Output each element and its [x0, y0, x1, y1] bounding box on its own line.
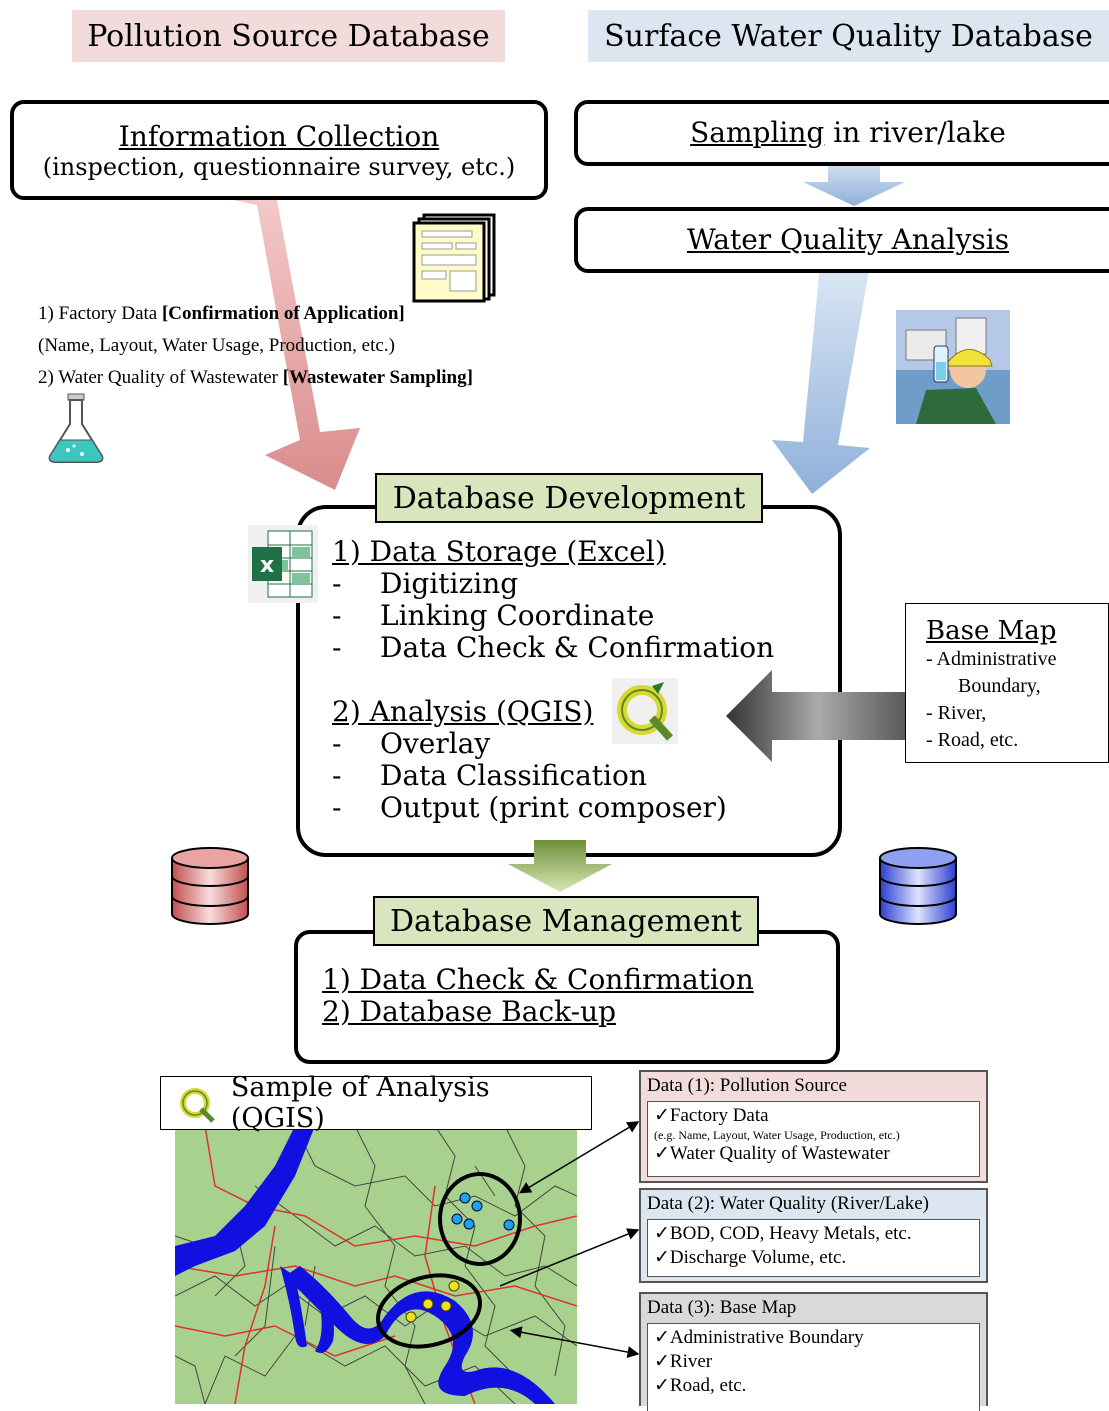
- pointer-arrow-data2: [500, 1228, 640, 1295]
- storage-item: - Linking Coordinate: [332, 600, 774, 632]
- excel-icon: x: [248, 525, 318, 603]
- map-highlight-circle: [376, 1273, 482, 1349]
- factory-data-text: 1) Factory Data: [38, 303, 162, 324]
- data2-title: Data (2): Water Quality (River/Lake): [647, 1193, 929, 1214]
- dash-bullet: -: [332, 759, 342, 792]
- base-map-arrow: [726, 670, 910, 762]
- base-map-item: - Road, etc.: [926, 729, 1019, 751]
- blue-database-icon: [879, 847, 957, 925]
- water-quality-analysis-text: Water Quality Analysis: [686, 223, 1010, 256]
- analysis-item-text: Overlay: [380, 727, 491, 760]
- database-management-box: [294, 930, 840, 1064]
- storage-item-text: Digitizing: [380, 567, 519, 600]
- data2-item: ✓BOD, COD, Heavy Metals, etc.: [654, 1223, 912, 1244]
- base-map-item: Boundary,: [958, 675, 1041, 697]
- surface-water-header-text: Surface Water Quality Database: [604, 18, 1093, 54]
- pointer-arrow-data1: [518, 1121, 640, 1194]
- water-quality-analysis-box: Water Quality Analysis: [574, 207, 1109, 273]
- analysis-item: - Data Classification: [332, 760, 727, 792]
- database-management-label-text: Database Management: [389, 903, 742, 939]
- db-mgmt-item: 2) Database Back-up: [322, 995, 617, 1028]
- database-management-label: Database Management: [373, 896, 759, 946]
- worker-sample-icon: [896, 310, 1010, 424]
- storage-item-text: Linking Coordinate: [380, 599, 655, 632]
- base-map-item: - Administrative: [926, 648, 1057, 670]
- database-management-items: 1) Data Check & Confirmation 2) Database…: [322, 964, 754, 1028]
- sampling-box: Sampling in river/lake: [574, 100, 1109, 166]
- pollution-source-header: Pollution Source Database: [72, 10, 505, 62]
- data1-item: ✓Factory Data: [654, 1105, 769, 1126]
- analysis-title: 2) Analysis (QGIS): [332, 695, 594, 728]
- red-database-icon: [171, 847, 249, 925]
- data3-item: ✓River: [654, 1351, 713, 1372]
- data1-title: Data (1): Pollution Source: [647, 1075, 847, 1096]
- data3-title: Data (3): Base Map: [647, 1297, 797, 1318]
- data3-item: ✓Administrative Boundary: [654, 1327, 864, 1348]
- data-base-map-box: Data (3): Base Map ✓Administrative Bound…: [639, 1292, 988, 1411]
- factory-data-details: (Name, Layout, Water Usage, Production, …: [38, 335, 395, 356]
- analysis-item: - Output (print composer): [332, 792, 727, 824]
- flask-icon: [48, 393, 104, 463]
- dash-bullet: -: [332, 631, 342, 664]
- pollution-source-header-text: Pollution Source Database: [87, 18, 490, 54]
- pointer-arrow-data3: [509, 1326, 640, 1358]
- confirmation-of-application: [Confirmation of Application]: [161, 303, 405, 324]
- sample-analysis-title-box: Sample of Analysis (QGIS): [160, 1072, 592, 1134]
- data3-item: ✓Road, etc.: [654, 1375, 747, 1396]
- storage-item: - Data Check & Confirmation: [332, 632, 774, 664]
- small-blue-arrow: [803, 158, 905, 206]
- base-map-title: Base Map: [926, 616, 1057, 646]
- green-down-arrow: [508, 840, 612, 892]
- form-document-icon: [412, 213, 496, 303]
- qgis-icon: [612, 678, 678, 744]
- dash-bullet: -: [332, 791, 342, 824]
- dash-bullet: -: [332, 567, 342, 600]
- sampling-word: Sampling: [690, 116, 825, 149]
- information-collection-box: Information Collection (inspection, ques…: [10, 100, 548, 200]
- database-development-box: [296, 505, 842, 857]
- wastewater-sampling: [Wastewater Sampling]: [282, 367, 473, 388]
- dash-bullet: -: [332, 599, 342, 632]
- data1-item: ✓Water Quality of Wastewater: [654, 1143, 890, 1164]
- pointer-arrows: [500, 1121, 640, 1358]
- blue-down-arrow: [772, 265, 870, 494]
- data-storage-section: 1) Data Storage (Excel) - Digitizing - Lin…: [332, 536, 774, 664]
- info-collection-title: Information Collection: [118, 120, 440, 153]
- base-map-item: - River,: [926, 702, 987, 724]
- flow-arrows: [233, 158, 905, 494]
- sample-analysis-title: Sample of Analysis (QGIS): [230, 1072, 490, 1134]
- map-river-meander: [285, 1266, 555, 1404]
- wastewater-text: 2) Water Quality of Wastewater: [38, 367, 283, 388]
- factory-data-line: 1) Factory Data [Confirmation of Applica…: [38, 303, 405, 325]
- base-map-box: Base Map - Administrative Boundary, - Ri…: [905, 603, 1109, 763]
- analysis-section: 2) Analysis (QGIS) - Overlay - Data Classi…: [332, 696, 727, 824]
- data2-item: ✓Discharge Volume, etc.: [654, 1247, 847, 1268]
- pink-down-arrow: [233, 195, 360, 490]
- svg-text:x: x: [260, 553, 274, 578]
- map-yellow-points: [405, 1280, 460, 1323]
- database-development-label: Database Development: [375, 473, 763, 523]
- data-water-quality-box: Data (2): Water Quality (River/Lake) ✓BO…: [639, 1188, 988, 1283]
- sampling-rest: in river/lake: [824, 116, 1006, 149]
- analysis-item-text: Output (print composer): [380, 791, 727, 824]
- info-collection-subtitle: (inspection, questionnaire survey, etc.): [42, 153, 516, 181]
- map-river-branch: [280, 1266, 334, 1354]
- analysis-item: - Overlay: [332, 728, 727, 760]
- map-river-main: [175, 1126, 315, 1276]
- map-highlight-circle: [438, 1172, 522, 1266]
- storage-item-text: Data Check & Confirmation: [380, 631, 775, 664]
- data-storage-title: 1) Data Storage (Excel): [332, 535, 666, 568]
- wastewater-line: 2) Water Quality of Wastewater [Wastewat…: [38, 367, 473, 389]
- database-development-label-text: Database Development: [392, 480, 746, 516]
- qgis-icon: [180, 1088, 215, 1123]
- map-blue-points: [451, 1192, 515, 1231]
- dash-bullet: -: [332, 727, 342, 760]
- db-mgmt-item: 1) Data Check & Confirmation: [322, 963, 754, 996]
- storage-item: - Digitizing: [332, 568, 774, 600]
- data1-item-note: (e.g. Name, Layout, Water Usage, Product…: [654, 1128, 900, 1142]
- data-pollution-source-box: Data (1): Pollution Source ✓Factory Data…: [639, 1070, 988, 1183]
- analysis-item-text: Data Classification: [380, 759, 647, 792]
- surface-water-header: Surface Water Quality Database: [588, 10, 1109, 62]
